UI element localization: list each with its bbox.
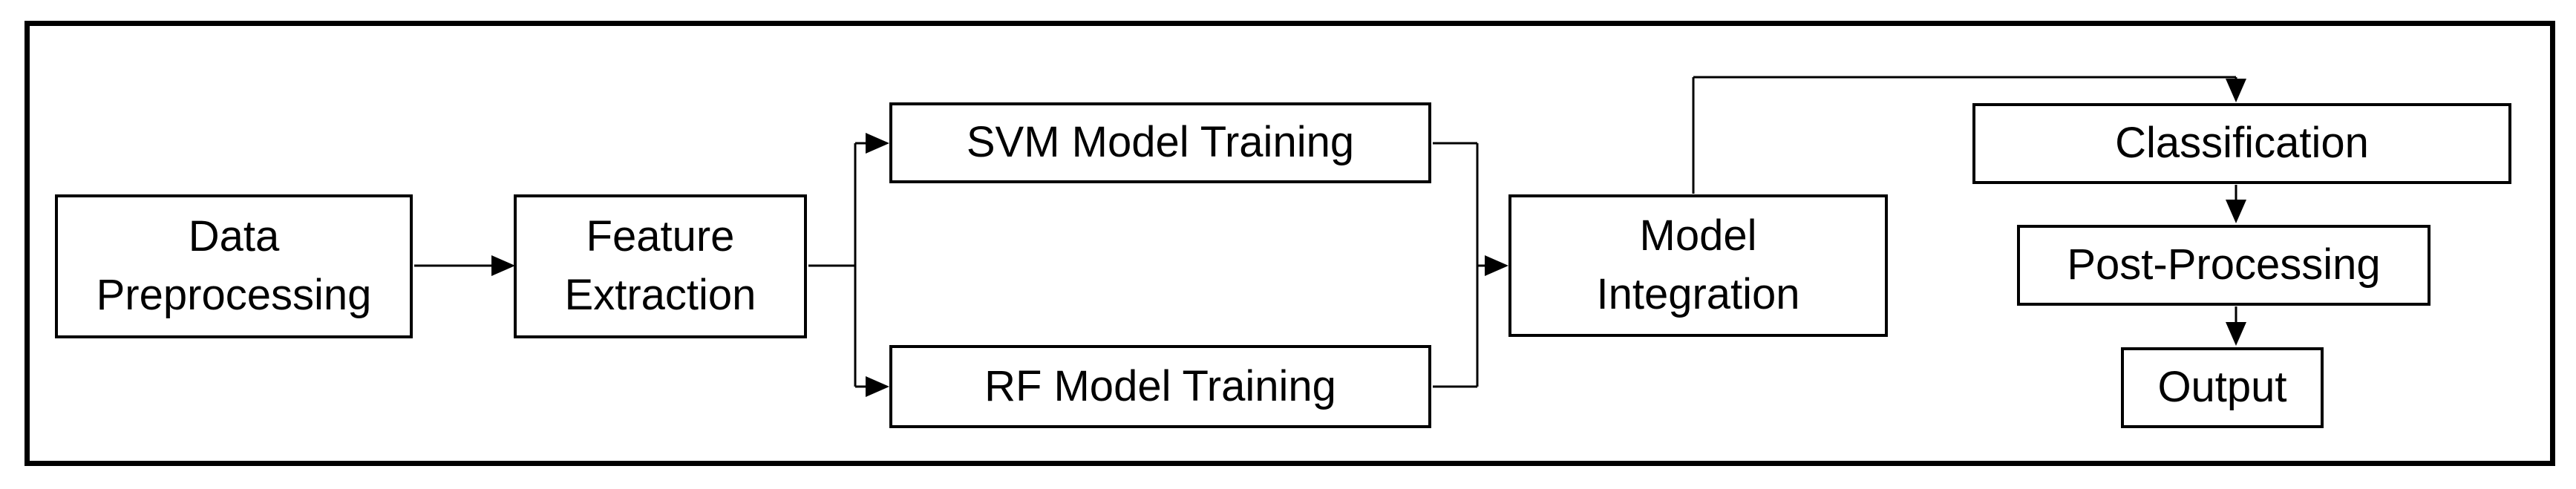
node-label: Data Preprocessing [96,212,372,319]
node-output: Output [2121,347,2324,428]
edge-postprocessing-to-output [2226,306,2246,346]
node-label: Post-Processing [2067,240,2381,289]
edge-preprocessing-to-feature [414,255,515,276]
arrowhead [1485,255,1508,276]
node-classification: Classification [1972,103,2511,184]
node-label: SVM Model Training [966,118,1355,167]
arrowhead [866,133,889,154]
node-label: Classification [2115,119,2369,168]
arrowhead [2226,322,2246,346]
edge-integration-to-classification [1692,76,2246,194]
node-label: Output [2157,363,2287,412]
arrowhead [866,376,889,397]
edge-merge-to-integration [1433,142,1508,388]
arrowhead [491,255,515,276]
node-post-processing: Post-Processing [2017,225,2430,306]
node-model-integration: Model Integration [1508,194,1888,337]
edge-classification-to-postprocessing [2226,185,2246,223]
node-label: Model Integration [1596,211,1800,318]
node-data-preprocessing: Data Preprocessing [55,194,413,338]
node-svm-model-training: SVM Model Training [889,102,1431,183]
arrowhead [2226,79,2246,102]
node-rf-model-training: RF Model Training [889,345,1431,428]
arrowhead [2226,200,2246,223]
node-feature-extraction: Feature Extraction [514,194,807,338]
node-label: Feature Extraction [564,212,756,319]
node-label: RF Model Training [984,361,1336,410]
edge-feature-branch [808,133,889,397]
diagram-border [24,21,2555,466]
